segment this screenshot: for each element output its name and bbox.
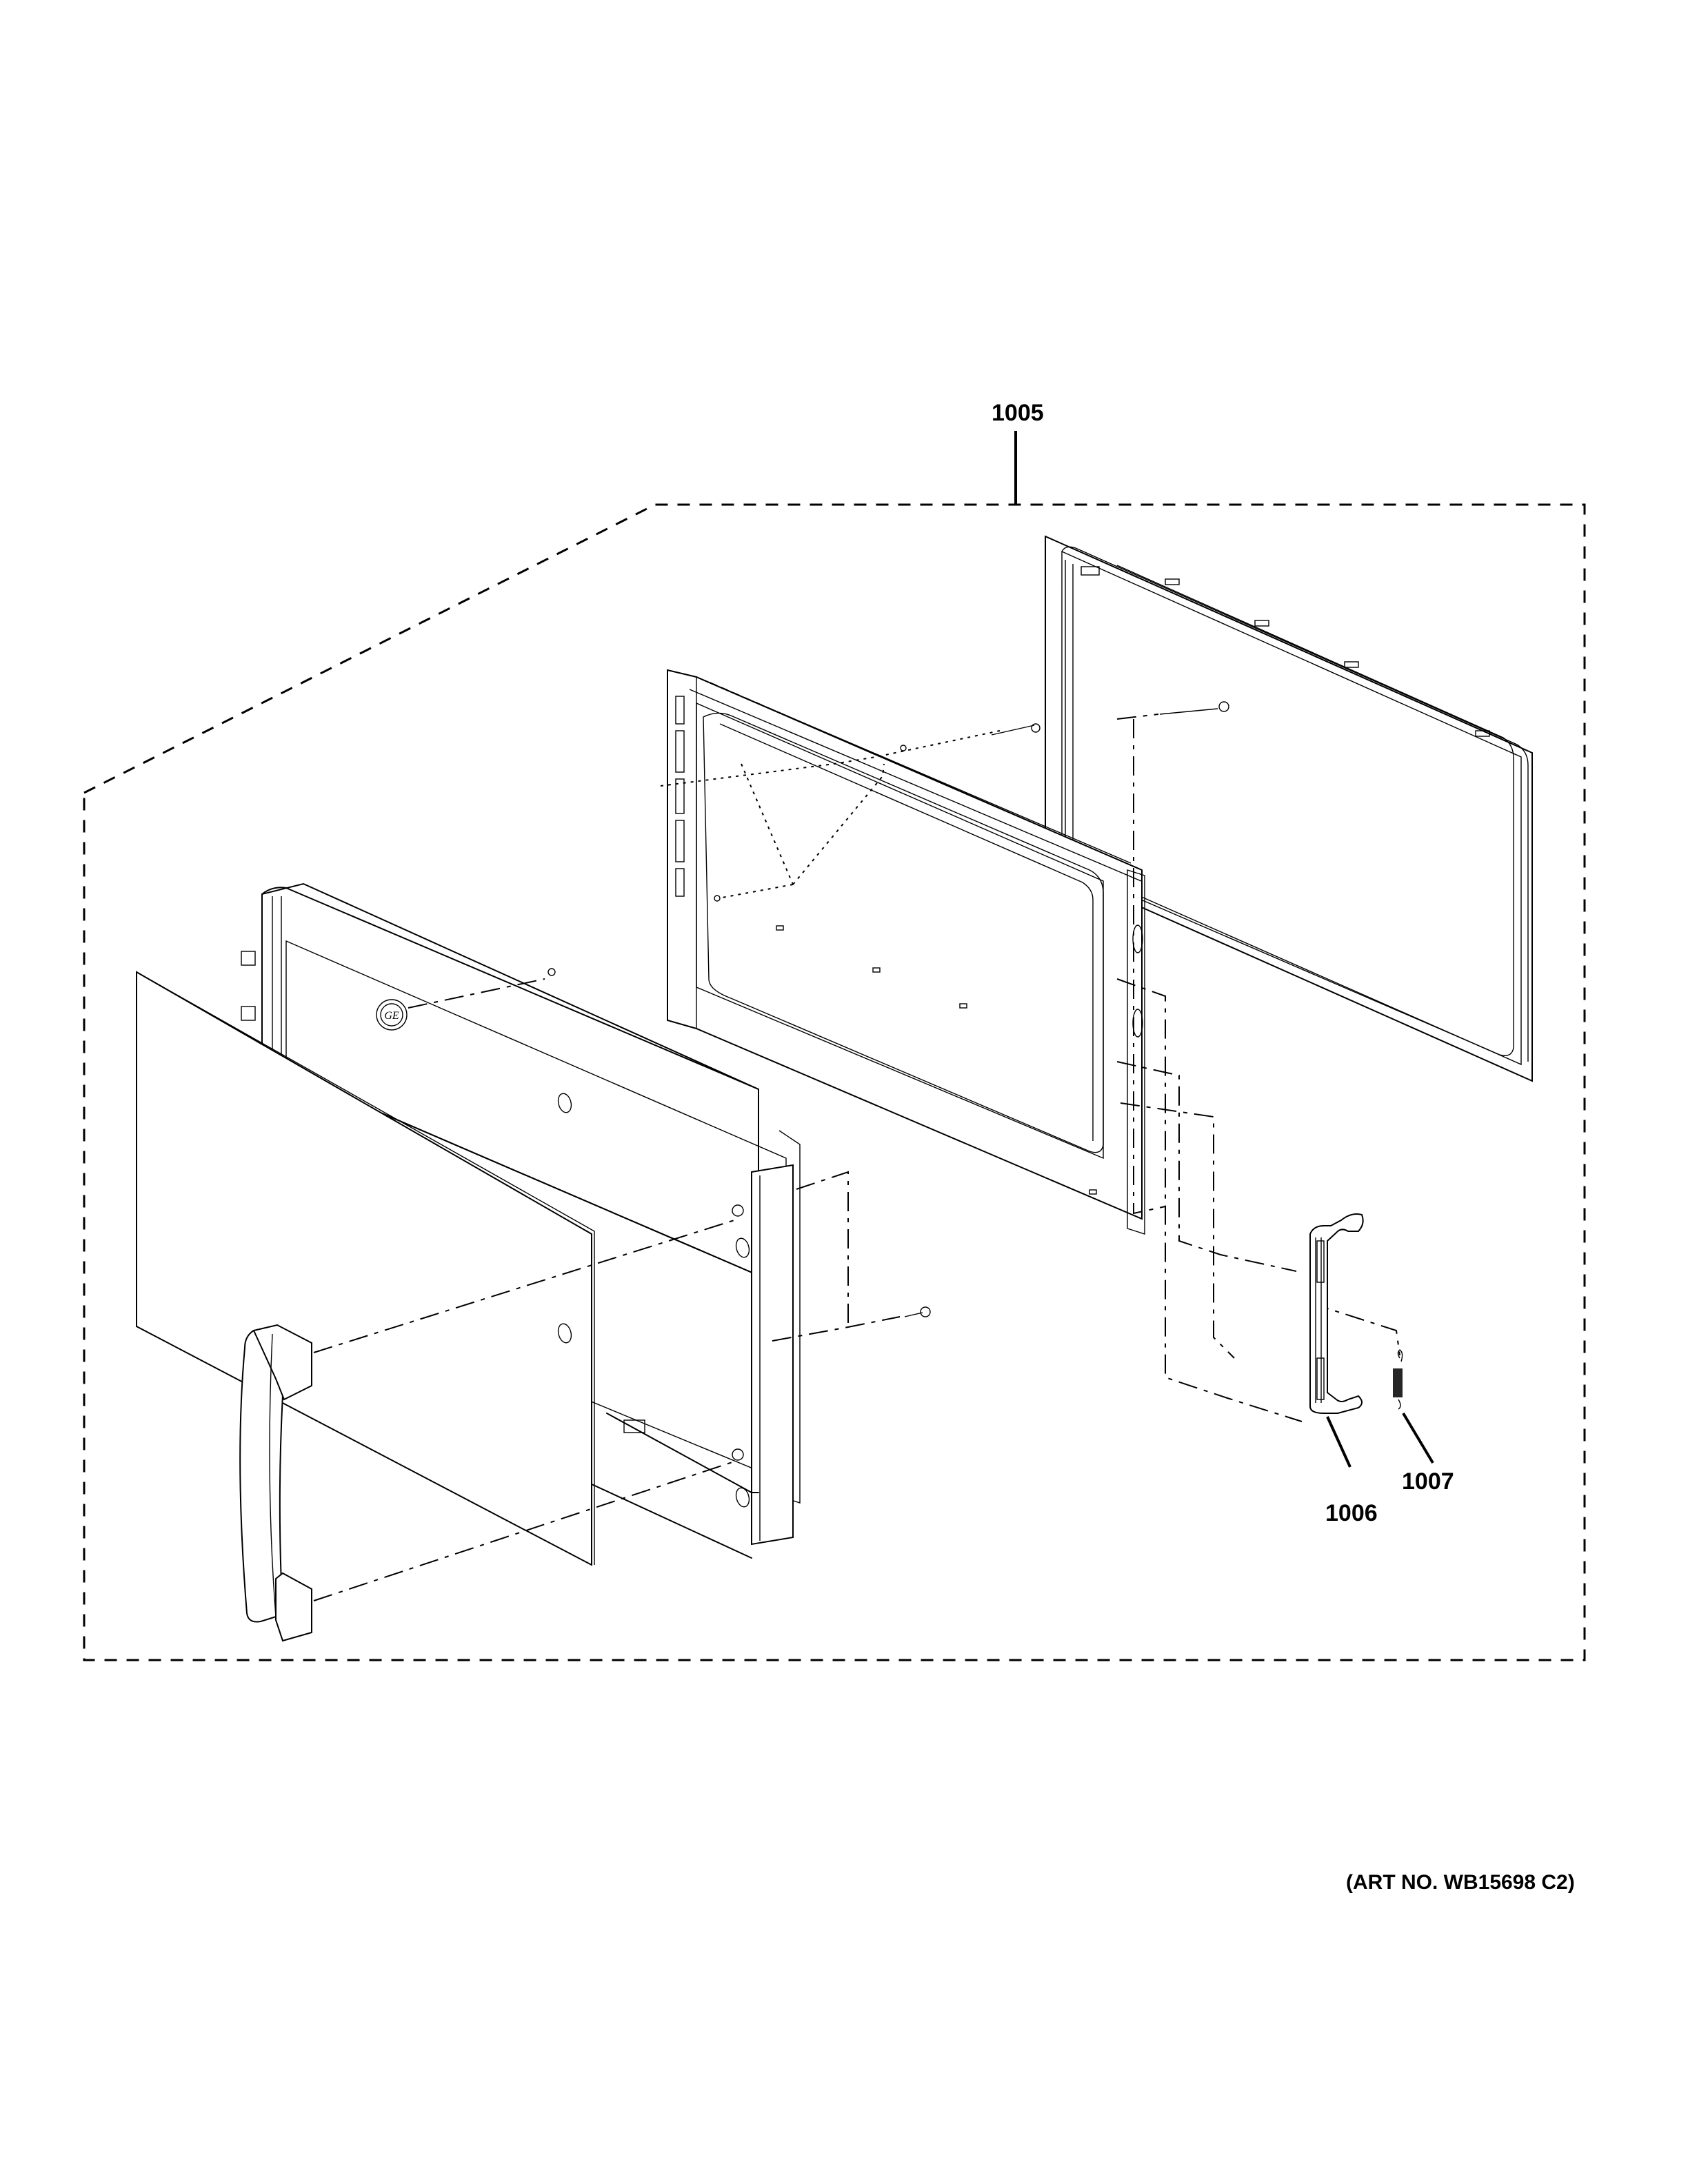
outer-door-panel — [136, 971, 750, 1601]
leader-1007 — [1402, 1412, 1434, 1464]
art-number: (ART NO. WB15698 C2) — [1346, 1871, 1575, 1894]
leader-1006 — [1326, 1416, 1352, 1468]
screw-right — [1116, 701, 1229, 720]
latch-spring — [1393, 1349, 1434, 1464]
frame-hole-top — [732, 1204, 744, 1217]
ge-logo-icon: GE — [376, 999, 408, 1031]
door-handle — [239, 1324, 312, 1642]
rear-door-window-frame — [1045, 535, 1533, 1082]
assembly-boundary — [83, 431, 1586, 1661]
callout-1007: 1007 — [1402, 1468, 1454, 1495]
inner-door-choke-frame — [667, 669, 1145, 1235]
screw-bottom — [772, 1306, 931, 1342]
frame-hole-bottom — [732, 1448, 744, 1461]
callout-1006: 1006 — [1325, 1500, 1378, 1526]
latch-assembly-lines — [1116, 719, 1400, 1422]
dotted-assembly-lines — [660, 723, 1041, 902]
svg-text:GE: GE — [384, 1010, 399, 1022]
door-latch-hook — [1309, 1213, 1364, 1468]
callout-1005: 1005 — [992, 400, 1044, 426]
door-frame-lower — [572, 1164, 931, 1559]
screw-top — [991, 723, 1041, 736]
